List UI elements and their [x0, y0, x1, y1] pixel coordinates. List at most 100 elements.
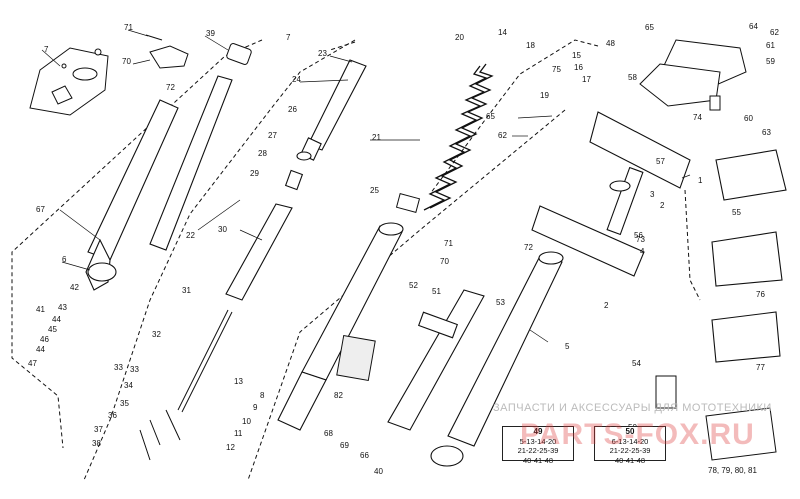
kit-box-49-line-3: 40-41-48	[522, 455, 554, 465]
callout-78-79-80-81: 78, 79, 80, 81	[708, 466, 757, 475]
callout-82: 82	[334, 391, 343, 400]
callout-33: 33	[130, 365, 139, 374]
callout-18: 18	[526, 41, 535, 50]
callout-20: 20	[455, 33, 464, 42]
tube-22-inner	[149, 75, 233, 251]
guard-78	[705, 407, 777, 461]
callout-76: 76	[756, 290, 765, 299]
tube-24	[307, 59, 367, 151]
callout-8: 8	[260, 391, 265, 400]
callout-48: 48	[606, 39, 615, 48]
inner-tube-13	[277, 222, 404, 431]
callout-22: 22	[186, 231, 195, 240]
callout-15: 15	[572, 51, 581, 60]
cover-77	[711, 311, 781, 363]
kit-box-49-number: 49	[533, 427, 543, 436]
callout-23: 23	[318, 49, 327, 58]
callout-12: 12	[226, 443, 235, 452]
callout-65: 65	[486, 112, 495, 121]
cover-55	[715, 149, 787, 201]
cap-39	[226, 43, 252, 65]
callout-75: 75	[552, 65, 561, 74]
callout-64: 64	[749, 22, 758, 31]
callout-51: 51	[432, 287, 441, 296]
filter-82	[336, 334, 376, 382]
callout-27: 27	[268, 131, 277, 140]
callout-56: 56	[634, 231, 643, 240]
callout-39: 39	[206, 29, 215, 38]
callout-60: 60	[744, 114, 753, 123]
callout-58: 58	[628, 73, 637, 82]
callout-52: 52	[409, 281, 418, 290]
cover-76	[711, 231, 783, 287]
callout-54: 54	[632, 359, 641, 368]
callout-17: 17	[582, 75, 591, 84]
group-bracket-left	[11, 39, 263, 449]
callout-63: 63	[762, 128, 771, 137]
callout-72: 72	[524, 243, 533, 252]
callout-14: 14	[498, 28, 507, 37]
callout-9: 9	[253, 403, 258, 412]
kit-box-50-number: 50	[625, 427, 635, 436]
kit-box-49: 49 5-13-14-20 21-22-25-39 40-41-48	[502, 426, 574, 465]
callout-47: 47	[28, 359, 37, 368]
callout-74: 74	[693, 113, 702, 122]
callout-40: 40	[374, 467, 383, 476]
callout-31: 31	[182, 286, 191, 295]
callout-19: 19	[540, 91, 549, 100]
spacer-25	[395, 193, 421, 213]
callout-7: 7	[44, 45, 49, 54]
callout-6: 6	[62, 255, 67, 264]
callout-37: 37	[94, 425, 103, 434]
callout-57: 57	[656, 157, 665, 166]
callout-16: 16	[574, 63, 583, 72]
callout-71: 71	[444, 239, 453, 248]
callout-26: 26	[288, 105, 297, 114]
callout-10: 10	[242, 417, 251, 426]
callout-3: 3	[650, 190, 655, 199]
callout-41: 41	[36, 305, 45, 314]
kit-box-49-line-2: 21-22-25-39	[517, 446, 559, 455]
kit-box-50-line-3: 40-41-48	[614, 455, 646, 465]
callout-61: 61	[766, 41, 775, 50]
callout-24: 24	[292, 75, 301, 84]
watermark-text: ЗАПЧАСТИ И АКСЕССУАРЫ ДЛЯ МОТОТЕХНИКИ	[493, 402, 772, 414]
kit-box-50-line-2: 21-22-25-39	[609, 446, 651, 455]
callout-42: 42	[70, 283, 79, 292]
callout-4: 4	[640, 247, 645, 256]
callout-2: 2	[604, 301, 609, 310]
callout-44: 44	[36, 345, 45, 354]
callout-71: 71	[124, 23, 133, 32]
callout-29: 29	[250, 169, 259, 178]
callout-33: 33	[114, 363, 123, 372]
group-bracket-22	[83, 39, 356, 481]
bottom-triple-clamp	[531, 205, 645, 277]
callout-66: 66	[360, 451, 369, 460]
kit-box-50: 50 6-13-14-20 21-22-25-39 40-41-48	[594, 426, 666, 465]
callout-25: 25	[370, 186, 379, 195]
top-triple-clamp	[589, 111, 691, 189]
callout-46: 46	[40, 335, 49, 344]
damper-30	[225, 151, 312, 301]
callout-2: 2	[660, 201, 665, 210]
callout-13: 13	[234, 377, 243, 386]
spring-21	[423, 63, 494, 211]
clamp-70	[149, 45, 189, 69]
callout-1: 1	[698, 176, 703, 185]
callout-45: 45	[48, 325, 57, 334]
callout-21: 21	[372, 133, 381, 142]
group-bracket-48	[429, 39, 599, 195]
oil-bottle-54	[655, 375, 677, 409]
callout-28: 28	[258, 149, 267, 158]
callout-59: 59	[766, 57, 775, 66]
callout-5: 5	[565, 342, 570, 351]
callout-43: 43	[58, 303, 67, 312]
slider-66	[387, 289, 485, 431]
callout-38: 38	[92, 439, 101, 448]
kit-box-50-line-1: 6-13-14-20	[611, 436, 649, 446]
stem-3	[606, 166, 644, 236]
callout-11: 11	[234, 429, 243, 438]
callout-30: 30	[218, 225, 227, 234]
